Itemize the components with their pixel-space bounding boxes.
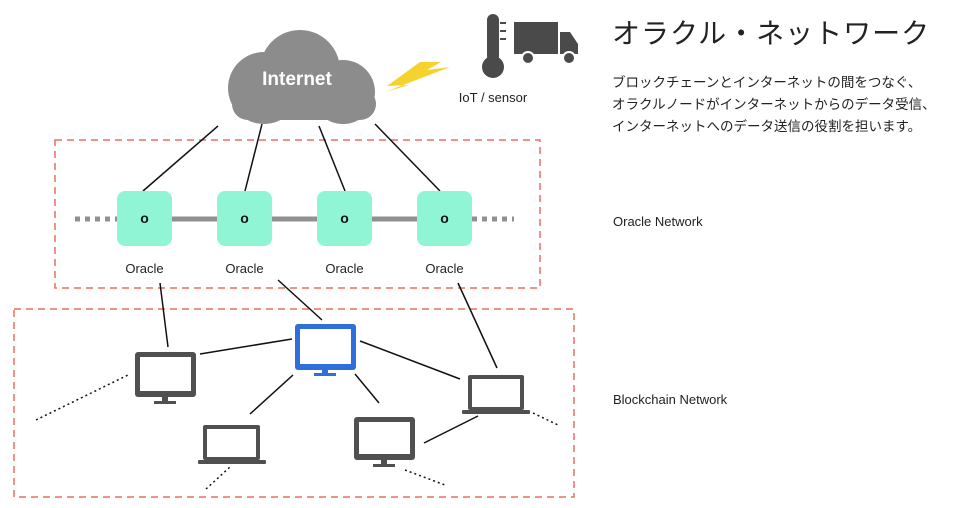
oracle-node-1-glyph: o [140,210,149,226]
oracle-node-2-glyph: o [240,210,249,226]
oracle-network-region [54,139,541,289]
description-line: ブロックチェーンとインターネットの間をつなぐ、 [612,75,922,91]
oracle-node-2-label: Oracle [225,261,263,276]
cloud-label: Internet [262,69,332,90]
oracle-node-4-label: Oracle [425,261,463,276]
blockchain-links [199,338,479,444]
blockchain-network-region [13,308,575,498]
oracle-node-1: o Oracle [117,191,172,276]
oracle-node-4: o Oracle [417,191,472,276]
desktop-monitor-icon [135,352,196,404]
desktop-monitor-icon [295,324,356,376]
cloud-icon [228,30,376,124]
desktop-monitor-icon [354,417,415,467]
oracle-node-2: o Oracle [217,191,272,276]
lightning-icon [385,62,450,92]
oracle-node-4-glyph: o [440,210,449,226]
thermometer-icon [482,14,506,78]
truck-icon [514,22,578,65]
laptop-icon [462,375,530,414]
blockchain-network-label: Blockchain Network [613,392,728,407]
page-title: オラクル・ネットワーク [612,17,931,50]
oracle-blockchain-links [159,279,498,369]
laptop-icon [198,425,266,464]
cloud-oracle-links [142,123,441,192]
external-links [35,374,559,490]
description-line: インターネットへのデータ送信の役割を担います。 [612,119,922,135]
oracle-node-3-glyph: o [340,210,349,226]
oracle-node-3-label: Oracle [325,261,363,276]
oracle-node-3: o Oracle [317,191,372,276]
description-line: オラクルノードがインターネットからのデータ受信、 [612,97,936,113]
description: ブロックチェーンとインターネットの間をつなぐ、 オラクルノードがインターネットか… [612,72,952,138]
iot-label: IoT / sensor [459,90,528,105]
oracle-network-label: Oracle Network [613,214,703,229]
oracle-node-1-label: Oracle [125,261,163,276]
